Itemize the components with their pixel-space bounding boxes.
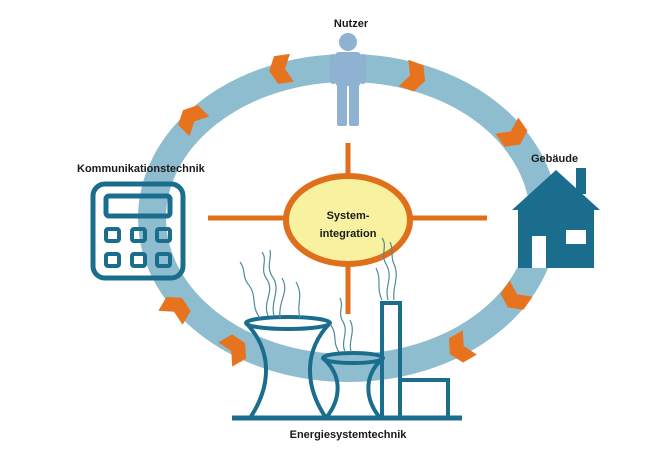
- building-label: Gebäude: [531, 153, 578, 165]
- communication-label: Kommunikationstechnik: [77, 163, 206, 175]
- smoke-icon: [239, 237, 397, 353]
- system-integration-ellipse: [283, 173, 413, 267]
- center-label-line1: System-: [327, 210, 370, 222]
- ring-arrow-icon: [178, 105, 210, 137]
- ring-arrow-icon: [218, 334, 247, 367]
- ring-arrow-icon: [448, 330, 477, 363]
- energy-label: Energiesystemtechnik: [290, 429, 408, 441]
- ring-arrows: [158, 53, 533, 367]
- power-plant-icon: [232, 301, 462, 421]
- ring-arrow-icon: [495, 117, 528, 147]
- center-cross: [208, 143, 487, 314]
- calculator-icon: [90, 181, 186, 281]
- ring-arrow-icon: [398, 59, 426, 92]
- house-icon: [512, 168, 600, 268]
- ring-arrow-icon: [500, 280, 533, 310]
- ring-arrow-icon: [158, 296, 191, 325]
- user-label: Nutzer: [334, 18, 369, 30]
- center-label-line2: integration: [320, 228, 377, 240]
- ring-arrow-icon: [269, 53, 294, 84]
- person-icon: [330, 33, 366, 126]
